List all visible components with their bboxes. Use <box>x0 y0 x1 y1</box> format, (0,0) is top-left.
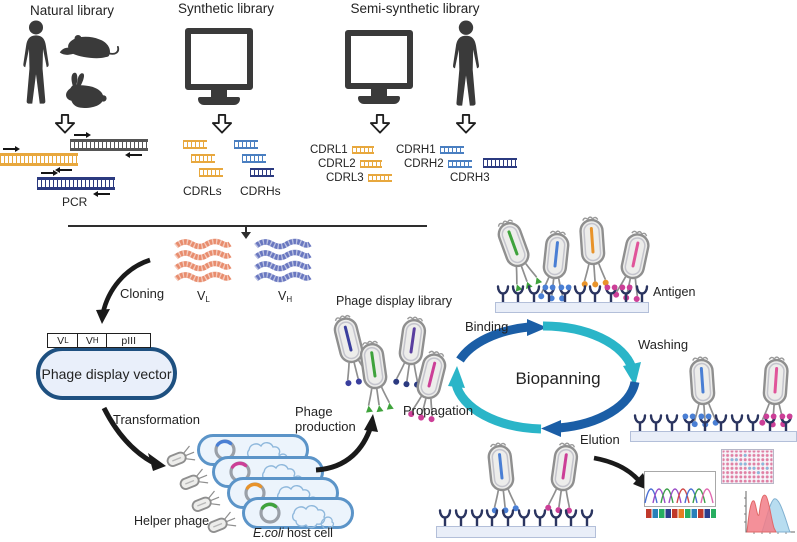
primer-icon <box>74 131 91 138</box>
vector-title: Phage display vector <box>41 365 172 382</box>
ecoli-host-cell-label: E.coli host cell <box>253 526 333 540</box>
results-arrow <box>593 455 650 491</box>
antigen-icon <box>746 413 760 432</box>
cdrl3-label: CDRL3 <box>326 172 364 184</box>
antigen-icon <box>517 508 531 527</box>
cdrl-bit <box>191 154 215 163</box>
dna-fragment-orange <box>0 153 78 166</box>
cdrhs-label: CDRHs <box>240 184 281 198</box>
microplate-icon <box>721 449 774 484</box>
antigen-icon <box>730 413 744 432</box>
collector-line <box>68 225 427 227</box>
antigen-icon <box>485 508 499 527</box>
dna-fragment-navy <box>37 177 115 190</box>
antigen-icon <box>714 413 728 432</box>
flow-histogram <box>744 491 795 534</box>
surface-bar <box>436 526 596 538</box>
semi-synthetic-library-title: Semi-synthetic library <box>350 1 480 16</box>
transformation-label: Transformation <box>113 412 200 427</box>
cdrh3-label: CDRH3 <box>450 172 490 184</box>
cdrl2-label: CDRL2 <box>318 158 356 170</box>
vl-label: VL <box>197 289 210 304</box>
antigen-icon <box>549 508 563 527</box>
cdrh3-bit <box>483 158 517 168</box>
cdrl-bit <box>199 168 223 177</box>
cdrh-bit <box>234 140 258 149</box>
cdrh-bit <box>242 154 266 163</box>
computer-icon <box>185 28 253 105</box>
monitor-screen <box>185 28 253 90</box>
cdrh2-bit <box>448 160 472 168</box>
antigen-icon <box>438 508 452 527</box>
antigen-icon <box>533 508 547 527</box>
cdrl1-label: CDRL1 <box>310 144 348 156</box>
phage-production-label: Phage production <box>295 404 356 434</box>
computer-icon <box>345 30 413 104</box>
washing-label: Washing <box>638 337 689 352</box>
antigen-icon <box>580 508 594 527</box>
primer-icon <box>125 151 142 158</box>
vector-box-piii: pIII <box>106 333 152 348</box>
biopanning-cycle <box>448 319 641 437</box>
sequence-blocks <box>646 509 716 518</box>
ecoli-cell <box>242 497 354 529</box>
antigen-row <box>438 508 594 527</box>
propagation-label: Propagation <box>403 403 474 418</box>
antigen-icon <box>454 508 468 527</box>
dna-fragment-gray <box>70 139 148 151</box>
biopanning-label: Biopanning <box>515 369 601 388</box>
phage-display-vector: Phage display vector <box>36 347 177 400</box>
cloning-arrow <box>96 257 151 324</box>
sequencing-chromatogram <box>644 471 716 507</box>
down-arrowhead <box>241 226 251 239</box>
synthetic-library-title: Synthetic library <box>177 1 275 16</box>
surface-bar <box>495 302 649 313</box>
cdrls-label: CDRLs <box>183 184 222 198</box>
antigen-label: Antigen <box>653 285 696 299</box>
antigen-icon <box>501 508 515 527</box>
cdrh1-label: CDRH1 <box>396 144 436 156</box>
elution-label: Elution <box>580 432 620 447</box>
monitor-screen <box>345 30 413 89</box>
cdrh2-label: CDRH2 <box>404 158 444 170</box>
primer-icon <box>3 145 20 152</box>
antigen-icon <box>564 508 578 527</box>
primer-icon <box>93 190 110 197</box>
cdrh-bit <box>250 168 274 177</box>
antigen-bound-icon <box>763 413 777 432</box>
primer-icon <box>41 169 58 176</box>
cdrl3-bit <box>368 174 392 182</box>
cdrh1-bit <box>440 146 464 154</box>
cdrl2-bit <box>360 160 382 168</box>
phage-production-arrow <box>315 414 378 473</box>
pcr-label: PCR <box>62 195 88 209</box>
cdrl1-bit <box>352 146 374 154</box>
cdrl-bit <box>183 140 207 149</box>
vh-label: VH <box>278 289 293 304</box>
phage-display-library-label: Phage display library <box>336 294 453 308</box>
helper-phage-label: Helper phage <box>134 514 210 528</box>
transformation-arrow <box>101 406 166 471</box>
cloning-label: Cloning <box>120 286 165 301</box>
natural-library-title: Natural library <box>29 3 115 18</box>
binding-label: Binding <box>465 319 509 334</box>
antigen-icon <box>470 508 484 527</box>
helper-phage-icon <box>205 509 240 538</box>
antigen-bound-icon <box>779 413 793 432</box>
